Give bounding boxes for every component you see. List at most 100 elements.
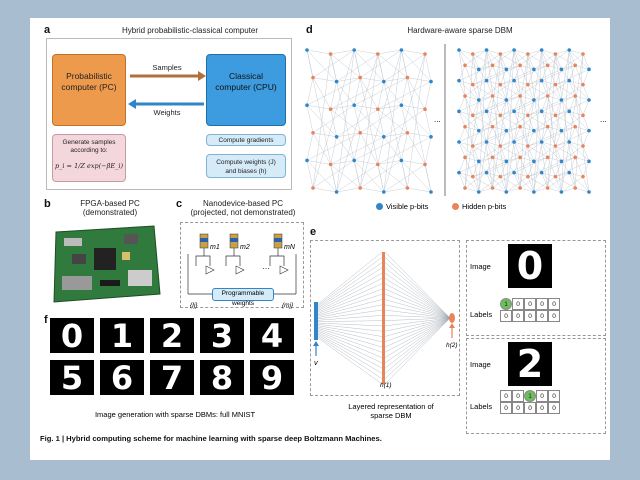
visible-pbit-node bbox=[399, 103, 404, 107]
cpu-step2: Compute weights (J) and biases (h) bbox=[216, 159, 276, 175]
visible-pbit-node bbox=[457, 140, 461, 144]
d-ellipsis-middle: ... bbox=[434, 115, 441, 124]
hidden-pbit-node bbox=[311, 186, 315, 190]
visible-pbit-node bbox=[512, 170, 516, 175]
hidden-pbit-node bbox=[423, 107, 427, 111]
v-label: v bbox=[314, 358, 318, 367]
label-cell: 0 bbox=[524, 310, 536, 322]
image-label-top: Image bbox=[470, 262, 491, 271]
hidden-pbit-node bbox=[526, 113, 530, 118]
h1-label: h(1) bbox=[380, 382, 392, 389]
hidden-pbit-node bbox=[463, 63, 467, 68]
hidden-pbit-node bbox=[490, 155, 495, 160]
hidden-pbit-node bbox=[526, 174, 530, 179]
visible-pbit-node bbox=[587, 98, 591, 102]
label-cell: 1 bbox=[500, 298, 512, 310]
visible-pbit-node bbox=[476, 159, 481, 164]
visible-pbit-node bbox=[567, 170, 572, 175]
cpu-step2-box: Compute weights (J) and biases (h) bbox=[206, 154, 286, 178]
c-dots: ··· bbox=[262, 264, 270, 273]
label-cell: 0 bbox=[524, 402, 536, 414]
hidden-pbit-node bbox=[490, 94, 495, 98]
hidden-pbit-node bbox=[581, 52, 585, 56]
panel-c-frame bbox=[180, 222, 304, 308]
visible-pbit-node bbox=[476, 128, 481, 133]
visible-pbit-node bbox=[476, 67, 481, 72]
hidden-pbit-node bbox=[470, 82, 475, 87]
labels-label-bottom: Labels bbox=[470, 402, 493, 411]
pc-cpu-arrows bbox=[128, 71, 206, 109]
panel-c-label: c bbox=[176, 198, 183, 210]
mnist-digit-4: 4 bbox=[250, 318, 294, 353]
mN-label: mN bbox=[284, 244, 295, 251]
hidden-pbit-node bbox=[423, 52, 427, 56]
samples-label: Samples bbox=[152, 63, 182, 72]
hidden-pbit-node bbox=[470, 174, 475, 179]
m1-label: m1 bbox=[210, 244, 220, 251]
label-cell: 0 bbox=[536, 310, 548, 322]
visible-pbit-node bbox=[334, 190, 339, 194]
hidden-layer2-node bbox=[449, 313, 455, 323]
hidden-pbit-node bbox=[545, 186, 550, 190]
visible-pbit-node bbox=[484, 109, 489, 114]
layer-connections bbox=[317, 251, 451, 385]
panel-d-title: Hardware-aware sparse DBM bbox=[407, 26, 513, 35]
visible-pbit-node bbox=[382, 135, 386, 139]
h2-label: h(2) bbox=[446, 342, 458, 349]
hidden-pbit-node bbox=[526, 144, 530, 148]
panel-a-title: Hybrid probabilistic-classical computer bbox=[121, 26, 259, 35]
legend-hidden-dot bbox=[452, 203, 459, 210]
visible-pbit-node bbox=[559, 128, 564, 133]
hidden-pbit-node bbox=[328, 107, 333, 111]
visible-pbit-node bbox=[476, 98, 481, 102]
hidden-pbit-node bbox=[376, 162, 380, 167]
visible-pbit-node bbox=[512, 109, 516, 114]
visible-pbit-node bbox=[429, 135, 433, 139]
label-cell: 0 bbox=[548, 402, 560, 414]
hidden-pbit-node bbox=[498, 52, 503, 56]
visible-pbit-node bbox=[539, 109, 544, 114]
visible-pbit-node bbox=[512, 78, 516, 83]
visible-layer-bar bbox=[314, 302, 318, 340]
hidden-pbit-node bbox=[463, 155, 467, 160]
label-panel-bottom bbox=[466, 338, 606, 434]
panel-d-label: d bbox=[306, 24, 313, 36]
label-cell: 0 bbox=[512, 310, 524, 322]
hidden-pbit-node bbox=[490, 124, 495, 129]
hidden-pbit-node bbox=[463, 124, 467, 129]
hidden-pbit-node bbox=[311, 131, 315, 135]
visible-pbit-node bbox=[532, 159, 536, 164]
visible-pbit-node bbox=[429, 79, 433, 84]
mnist-digit-0: 0 bbox=[50, 318, 94, 353]
visible-pbit-node bbox=[504, 159, 509, 164]
label-cell: 0 bbox=[548, 390, 560, 402]
hidden-pbit-node bbox=[490, 63, 495, 68]
visible-pbit-node bbox=[399, 158, 404, 163]
visible-pbit-node bbox=[382, 79, 386, 84]
hidden-pbit-node bbox=[405, 186, 410, 190]
legend-hidden-label: Hidden p-bits bbox=[462, 202, 507, 211]
samples-arrowhead bbox=[198, 71, 206, 81]
legend-visible-dot bbox=[376, 203, 383, 210]
hidden-pbit-node bbox=[553, 82, 558, 87]
d-ellipsis-right: ... bbox=[600, 115, 607, 124]
programmable-weights-box: Programmable weights bbox=[212, 288, 274, 307]
hidden-pbit-node bbox=[358, 75, 362, 80]
panel-b-label: b bbox=[44, 198, 51, 210]
mnist-digit-2: 2 bbox=[150, 318, 194, 353]
visible-pbit-node bbox=[382, 190, 386, 194]
visible-pbit-node bbox=[484, 48, 489, 52]
image-label-bottom: Image bbox=[470, 360, 491, 369]
label-cell: 0 bbox=[512, 298, 524, 310]
pc-formula: p_i = 1/Z exp(−βE_i) bbox=[55, 162, 123, 170]
hidden-pbit-node bbox=[553, 144, 558, 148]
hidden-pbit-node bbox=[423, 162, 427, 167]
visible-pbit-node bbox=[504, 128, 509, 133]
visible-pbit-node bbox=[532, 98, 536, 102]
hidden-pbit-node bbox=[470, 52, 475, 56]
hidden-pbit-node bbox=[581, 174, 585, 179]
visible-pbit-node bbox=[457, 48, 461, 52]
panel-e-label: e bbox=[310, 226, 317, 238]
